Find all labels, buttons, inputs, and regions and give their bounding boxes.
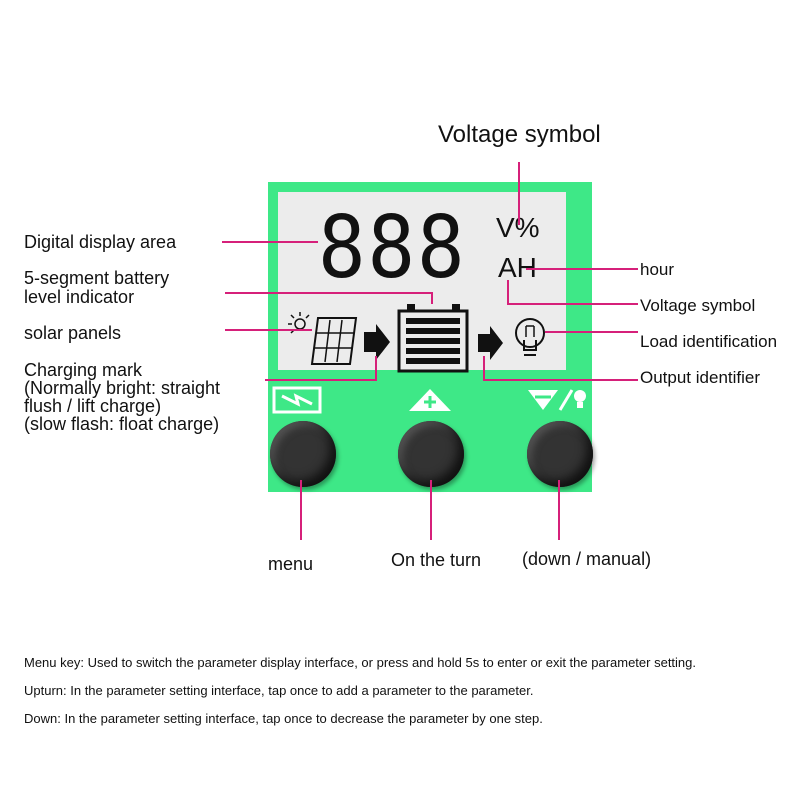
pointer-voltage-symbol-right <box>507 280 638 305</box>
label-charging-line4: (slow flash: float charge) <box>24 414 220 434</box>
output-arrow-icon <box>478 326 503 360</box>
menu-key-icon <box>272 386 322 414</box>
description-menu-key: Menu key: Used to switch the parameter d… <box>24 655 697 670</box>
description-down: Down: In the parameter setting interface… <box>24 711 543 726</box>
label-charging-line1: Charging mark <box>24 360 143 380</box>
label-down-manual: (down / manual) <box>522 549 652 569</box>
label-load-identification: Load identification <box>640 332 778 351</box>
label-on-the-turn: On the turn <box>391 550 482 570</box>
unit-v-percent: V% <box>496 212 540 243</box>
digital-display: 888 <box>318 198 467 298</box>
label-voltage-symbol-top: Voltage symbol <box>438 121 601 148</box>
battery-icon <box>397 304 469 373</box>
label-voltage-symbol-right: Voltage symbol <box>640 296 756 315</box>
label-solar-panels: solar panels <box>24 323 122 343</box>
up-button[interactable] <box>398 421 464 487</box>
label-menu: menu <box>268 554 314 574</box>
pointer-charging-mark <box>265 356 377 381</box>
label-battery-line1: 5-segment battery <box>24 268 170 288</box>
description-upturn: Upturn: In the parameter setting interfa… <box>24 683 534 698</box>
label-charging-line3: flush / lift charge) <box>24 396 162 416</box>
up-key-icon <box>409 389 451 411</box>
menu-button[interactable] <box>270 421 336 487</box>
label-hour: hour <box>640 260 675 279</box>
label-battery-line2: level indicator <box>24 287 135 307</box>
label-digital-display-area: Digital display area <box>24 232 177 252</box>
label-output-identifier: Output identifier <box>640 368 761 387</box>
unit-ah: AH <box>498 252 537 283</box>
down-manual-key-icon <box>528 389 586 411</box>
down-manual-button[interactable] <box>527 421 593 487</box>
pointer-battery <box>225 292 433 304</box>
pointer-output <box>483 356 638 381</box>
label-charging-line2: (Normally bright: straight <box>24 378 221 398</box>
bulb-icon <box>515 318 545 356</box>
solar-panel-icon <box>288 312 358 365</box>
charging-arrow-icon <box>364 324 390 360</box>
